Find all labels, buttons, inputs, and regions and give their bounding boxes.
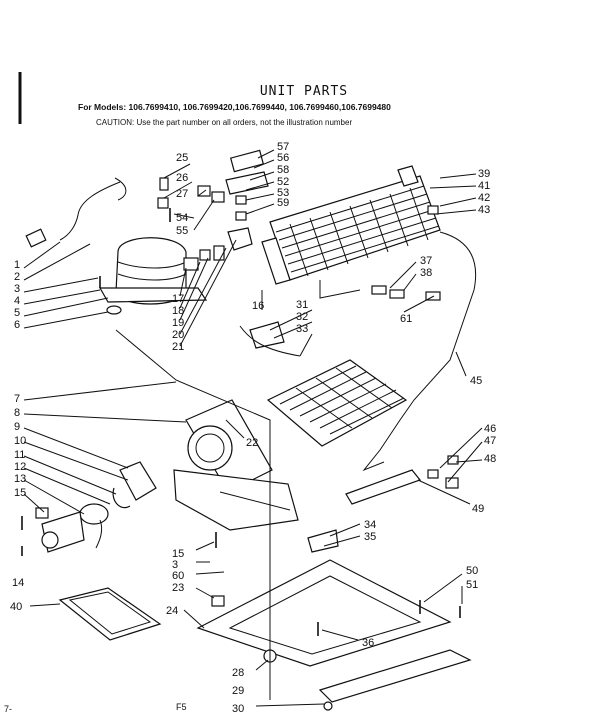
callout-label: 52	[277, 176, 289, 188]
thermostat-parts	[427, 455, 459, 489]
compressor-illustration	[98, 237, 208, 315]
callout-label: 57	[277, 141, 289, 153]
callout-label: 31	[296, 299, 308, 311]
guide-line-left	[115, 329, 271, 700]
callout-label: 56	[277, 152, 289, 164]
power-cord-illustration	[25, 177, 127, 248]
callout-label: 18	[172, 305, 184, 317]
callout-label: 10	[14, 435, 26, 447]
drain-tube	[362, 231, 477, 472]
callout-label: 7	[14, 393, 20, 405]
drain-pan	[58, 587, 162, 641]
callout-label: 2	[14, 271, 20, 283]
callout-label: 13	[14, 473, 26, 485]
callout-label: 46	[484, 423, 496, 435]
callout-label: 27	[176, 188, 188, 200]
upper-small-parts	[157, 149, 269, 221]
callout-label: 8	[14, 407, 20, 419]
callout-label: 47	[484, 435, 496, 447]
drain-trough	[345, 469, 421, 505]
page-title: UNIT PARTS	[259, 84, 349, 99]
callout-label: 15	[14, 487, 26, 499]
callout-label: 15	[172, 548, 184, 560]
callout-label: 17	[172, 293, 184, 305]
callout-label: 60	[172, 570, 184, 582]
fan-motor-assembly	[35, 461, 157, 553]
callout-label: 3	[14, 283, 20, 295]
callout-label: 49	[472, 503, 484, 515]
callout-label: 29	[232, 685, 244, 697]
callout-label: 16	[252, 300, 264, 312]
callout-label: 40	[10, 601, 22, 613]
callout-label: 45	[470, 375, 482, 387]
callout-label: 37	[420, 255, 432, 267]
fan-shroud	[173, 399, 299, 531]
callout-label: 6	[14, 319, 20, 331]
callout-label: 51	[466, 579, 478, 591]
callout-label: 20	[172, 329, 184, 341]
callout-label: 28	[232, 667, 244, 679]
callout-label: 12	[14, 461, 26, 473]
callout-label: 48	[484, 453, 496, 465]
callout-label: 53	[277, 187, 289, 199]
callout-label: 35	[364, 531, 376, 543]
callout-label: 24	[166, 605, 178, 617]
callout-label: 22	[246, 437, 258, 449]
callout-label: 50	[466, 565, 478, 577]
callout-label: 26	[176, 172, 188, 184]
callout-label: 59	[277, 197, 289, 209]
callout-label: 39	[478, 168, 490, 180]
callout-label: 32	[296, 311, 308, 323]
callout-label: 14	[12, 577, 24, 589]
callout-label: 4	[14, 295, 20, 307]
callout-label: 42	[478, 192, 490, 204]
callout-label: 9	[14, 421, 20, 433]
callout-label: 33	[296, 323, 308, 335]
callout-label: 5	[14, 307, 20, 319]
footer-page-mark: 7-	[4, 704, 13, 714]
callout-label: 54	[176, 212, 188, 224]
callout-label: 3	[172, 559, 178, 571]
callout-label: 43	[478, 204, 490, 216]
callout-label: 61	[400, 313, 412, 325]
callout-label: 38	[420, 267, 432, 279]
leader-lines	[23, 149, 483, 707]
callout-label: 30	[232, 703, 244, 715]
callout-label: 1	[14, 259, 20, 271]
callout-labels: 25 26 27 54 55 57 56 58 52 53 59 39 41 4…	[10, 141, 496, 715]
callout-label: 36	[362, 637, 374, 649]
footer-code: F5	[176, 702, 187, 712]
callout-label: 23	[172, 582, 184, 594]
callout-label: 25	[176, 152, 188, 164]
callout-label: 41	[478, 180, 490, 192]
base-frame	[196, 529, 472, 703]
callout-label: 58	[277, 164, 289, 176]
caution-line: CAUTION: Use the part number on all orde…	[96, 118, 353, 127]
condenser-coil	[261, 165, 441, 301]
callout-label: 55	[176, 225, 188, 237]
callout-label: 21	[172, 341, 184, 353]
callout-label: 11	[14, 449, 25, 461]
callout-label: 19	[172, 317, 184, 329]
evaporator-coil	[239, 321, 408, 447]
models-line: For Models: 106.7699410, 106.7699420,106…	[78, 102, 391, 112]
callout-label: 34	[364, 519, 376, 531]
